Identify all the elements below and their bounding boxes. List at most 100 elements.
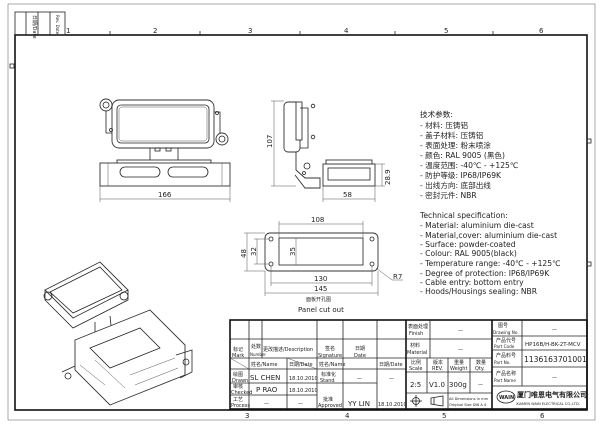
frame-column-numbers-3: 4	[345, 412, 350, 420]
title-block-rev-en: REV.	[432, 366, 443, 372]
title-block-weight-value: 300g	[449, 381, 467, 389]
title-block-part-name-cn: 产品名称	[496, 370, 516, 377]
dimension-58: 58	[322, 186, 376, 202]
title-block-company-logo: WAIN	[499, 395, 514, 401]
dimension-107: 107	[266, 100, 296, 187]
title-block-dims-note-2: Original Size DIN A 4	[449, 403, 487, 407]
frame-column-numbers-3: 4	[344, 27, 349, 35]
title-block-signature-cn: 签名	[325, 345, 335, 352]
outer-border	[7, 3, 596, 421]
spec-en-items-0: - Material: aluminium die-cast	[420, 221, 534, 230]
title-block-part-code-cn: 产品代号	[496, 337, 516, 344]
spec-en-items-4: - Temperature range: -40℃ - +125℃	[420, 259, 561, 268]
title-block-part-no-cn: 产品料号	[496, 352, 516, 359]
title-block-number-cn: 处数	[251, 343, 261, 350]
title-block-part-no-en: Part No.	[494, 360, 511, 365]
title-block-name-date-date: 日期/Date	[289, 362, 313, 368]
column-markers: 1 2 3 4 5 6 3 4 5 6	[9, 27, 592, 420]
title-block-part-code-value: HP16B/H-BK-2T-MCV	[525, 342, 581, 348]
title-block-part-name-en: Part Name	[494, 378, 516, 383]
side-view: 107 58 28.9	[266, 100, 392, 202]
title-block-dims-note-1: All Dimensions in mm	[449, 397, 489, 401]
title-block-finish-en: Finish	[409, 331, 423, 337]
title-block-qty-value: —	[478, 382, 483, 388]
title-block-signature-en: Signature	[318, 353, 342, 359]
title-block-finish-cn: 表面处理	[408, 323, 428, 330]
views-panel-cutout-dims-inner-height: 35	[289, 247, 297, 256]
views-panel-cutout-dims-hole-pitch-v: 32	[250, 247, 258, 256]
title-block-process-en: Process	[231, 403, 250, 409]
spec-en-items-1: - Material,cover: aluminium die-cast	[420, 231, 557, 240]
spec-en: Technical specification: - Material: alu…	[419, 211, 561, 296]
title-block-description: 更改描述/Description	[263, 346, 313, 353]
revision-block: 日期/Date Rev. Date	[14, 11, 66, 39]
title-block-company-cn: 厦门唯恩电气有限公司	[516, 390, 587, 399]
panel-cutout-view: 108 48 32 35 130 145 R7 面板开孔图 Panel cut …	[240, 216, 403, 314]
title-block: 标记 Mark 处数 Number 更改描述/Description 签名 Si…	[229, 319, 588, 410]
title-block-stand-cn: 标准化	[321, 371, 336, 378]
title-block-scale-value: 2:5	[410, 381, 421, 389]
title-block-stand-date: —	[389, 376, 394, 382]
frame-revision-block-1: Rev. Date	[55, 15, 60, 35]
spec-en-items-7: - Hoods/Housings sealing: NBR	[420, 287, 538, 296]
title-block-approved-en: Approved	[318, 403, 342, 409]
spec-cn-items-7: - 密封元件: NBR	[420, 190, 477, 200]
spec-cn-items-2: - 表面处理: 粉末喷涂	[420, 140, 491, 150]
row-marker	[9, 63, 15, 69]
title-block-qty-en: Qty.	[475, 366, 485, 372]
spec-en-title: Technical specification:	[419, 211, 508, 220]
spec-cn-title: 技术参数:	[420, 109, 453, 119]
spec-cn-items-5: - 防护等级: IP68/IP69K	[420, 170, 502, 180]
spec-cn-items-6: - 出线方向: 底部出线	[420, 180, 491, 190]
front-view: 166	[99, 98, 231, 202]
title-block-checked-date: 18.10.2010	[289, 388, 318, 394]
spec-cn-items-3: - 颜色: RAL 9005 (黑色)	[420, 150, 505, 160]
title-block-drawing-no-cn: 图号	[498, 323, 508, 329]
title-block-material-cn: 材料	[410, 342, 420, 349]
spec-cn: 技术参数: - 材料: 压铸铝 - 盖子材料: 压铸铝 - 表面处理: 粉末喷涂…	[420, 109, 518, 200]
frame-column-numbers-1: 2	[153, 27, 157, 35]
title-block-approved-cn: 批准	[323, 396, 333, 403]
title-block-weight-cn: 重量	[454, 359, 464, 366]
dimension-28-9: 28.9	[375, 163, 392, 187]
title-block-drawing-no-value: —	[552, 327, 557, 333]
title-block-finish-value: —	[458, 328, 463, 334]
frame-column-numbers-4: 5	[442, 412, 446, 420]
title-block-scale-cn: 比例	[411, 359, 421, 366]
views-side-base-height-dim: 28.9	[384, 169, 392, 185]
views-panel-cutout-dims-outer-width: 145	[314, 285, 327, 293]
title-block-drawn-date: 18.10.2010	[289, 376, 318, 382]
title-block-checked-en: Checked	[231, 390, 252, 396]
frame-column-numbers-4: 5	[444, 27, 448, 35]
title-block-drawn-en: Drawn	[232, 378, 248, 384]
views-panel-cutout-title-cn: 面板开孔图	[306, 296, 331, 303]
title-block-material-en: Material	[407, 350, 427, 356]
views-front-width-dim: 166	[158, 191, 172, 199]
title-block-rev-value: V1.0	[429, 381, 445, 389]
title-block-drawn-cn: 绘图	[233, 371, 243, 378]
views-panel-cutout-dims-radius: R7	[393, 273, 402, 281]
title-block-rev-cn: 版本	[433, 359, 443, 366]
title-block-approved-date: 18.10.2010	[378, 402, 407, 408]
views-panel-cutout-dims-top: 108	[311, 216, 324, 224]
spec-en-items-3: - Colour: RAL 9005(black)	[420, 249, 517, 258]
views-panel-cutout-dims-hole-pitch-h: 130	[314, 275, 327, 283]
spec-cn-items-1: - 盖子材料: 压铸铝	[420, 130, 483, 140]
title-block-checked-name: P RAO	[256, 386, 278, 394]
spec-en-items-2: - Surface: powder-coated	[420, 240, 516, 249]
title-block-stand-en: Stand	[320, 378, 335, 384]
views-panel-cutout-title-en: Panel cut out	[298, 306, 344, 314]
spec-en-items-5: - Degree of protection: IP68/IP69K	[420, 269, 550, 278]
title-block-part-code-en: Part Code	[494, 344, 515, 349]
views-side-depth-dim: 58	[343, 191, 352, 199]
frame-column-numbers-2: 3	[248, 27, 252, 35]
title-block-part-name-value: —	[552, 375, 557, 381]
title-block-mark-en: Mark	[232, 353, 244, 359]
title-block-mark-cn: 标记	[233, 346, 243, 353]
frame-column-numbers-5: 6	[540, 412, 545, 420]
title-block-material-value: —	[458, 347, 463, 353]
frame-revision-block-0: 日期/Date	[31, 15, 37, 39]
title-block-name-date-name: 姓名/Name	[251, 361, 277, 368]
title-block-date-cn: 日期	[355, 346, 365, 352]
